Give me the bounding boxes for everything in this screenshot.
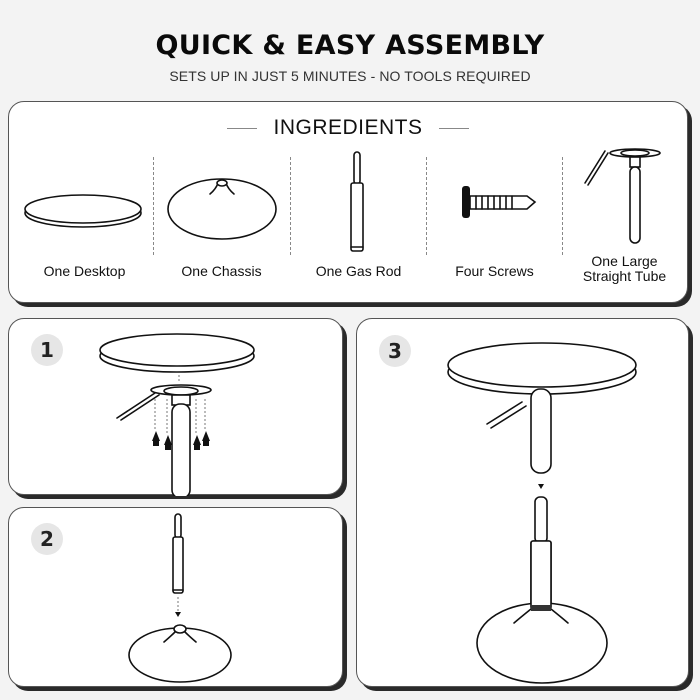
ingredient-straight-tube: One Large Straight Tube xyxy=(557,147,692,297)
ingredient-label: One Chassis xyxy=(181,263,262,279)
ingredient-chassis: One Chassis xyxy=(154,147,289,297)
desktop-icon xyxy=(24,194,142,228)
ingredient-label: One Gas Rod xyxy=(315,263,402,279)
divider xyxy=(290,157,291,255)
step-2-illustration xyxy=(128,513,232,683)
chassis-icon xyxy=(167,178,277,240)
heading-dash-right xyxy=(438,127,469,130)
ingredients-panel: INGREDIENTS One Desktop One Chassis One … xyxy=(8,101,688,303)
gas-rod-icon xyxy=(350,151,364,252)
straight-tube-icon xyxy=(584,148,661,244)
ingredient-desktop: One Desktop xyxy=(17,147,152,297)
step-3-panel: 3 xyxy=(356,318,689,687)
step-1-panel: 1 xyxy=(8,318,343,496)
ingredients-heading: INGREDIENTS xyxy=(9,116,687,140)
step-number-badge: 2 xyxy=(31,523,63,555)
screw-icon xyxy=(462,186,537,218)
step-2-panel: 2 xyxy=(8,507,343,687)
ingredient-label: One Large Straight Tube xyxy=(557,254,692,284)
ingredients-title: INGREDIENTS xyxy=(273,116,423,139)
ingredient-screws: Four Screws xyxy=(427,147,562,297)
step-number-badge: 1 xyxy=(31,334,63,366)
divider xyxy=(426,157,427,255)
divider xyxy=(562,157,563,255)
ingredient-label: One Desktop xyxy=(43,263,126,279)
page-subtitle: SETS UP IN JUST 5 MINUTES - NO TOOLS REQ… xyxy=(169,68,531,84)
step-1-illustration xyxy=(99,333,255,496)
divider xyxy=(153,157,154,255)
label-line2: Straight Tube xyxy=(582,268,667,284)
page-title: QUICK & EASY ASSEMBLY xyxy=(155,30,545,61)
ingredient-label: Four Screws xyxy=(455,263,534,279)
step-3-illustration xyxy=(447,342,637,684)
ingredient-gas-rod: One Gas Rod xyxy=(291,147,426,297)
step-number-badge: 3 xyxy=(379,335,411,367)
label-line1: One Large xyxy=(591,253,658,269)
header: QUICK & EASY ASSEMBLY SETS UP IN JUST 5 … xyxy=(0,0,700,96)
heading-dash-left xyxy=(227,127,258,130)
